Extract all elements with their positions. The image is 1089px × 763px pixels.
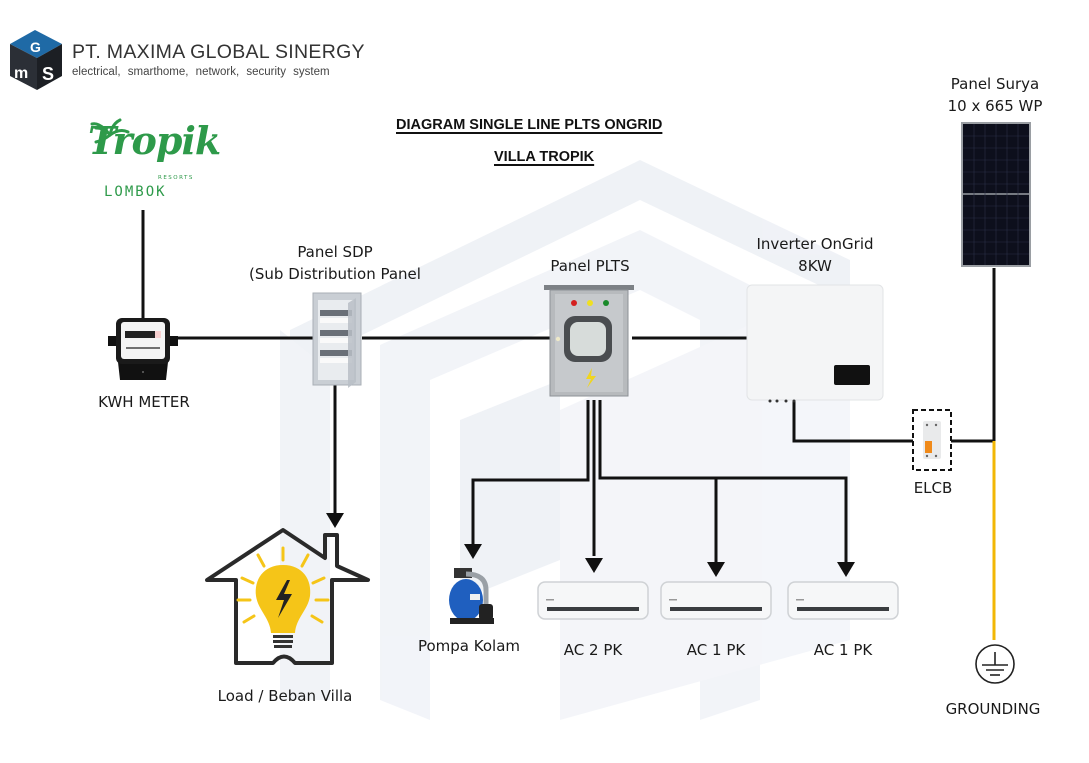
panel-plts-label: Panel PLTS [550,257,630,275]
wire-inverter-to-elcb [792,400,920,443]
ac-label-1: AC 2 PK [563,641,623,659]
arrow-to-load [326,513,344,528]
panel-sdp-icon [312,292,362,388]
ac-unit-icon-1 [537,581,649,620]
led-red-icon [571,300,577,306]
arrow-to-ac1-b [837,562,855,577]
inverter-icon [746,284,884,403]
panel-sdp-label-2: (Sub Distribution Panel [249,265,421,283]
company-name: PT. MAXIMA GLOBAL SINERGY [72,41,365,63]
wire-plts-to-pump [471,400,590,548]
led-yellow-icon [587,300,593,306]
client-logo-location: LOMBOK [104,184,167,200]
company-tagline: electrical, smarthome, network, security… [72,66,330,78]
pump-label: Pompa Kolam [417,637,521,655]
kwh-meter-icon [108,318,178,380]
lightning-icon [586,368,596,388]
ac-unit-icon-3 [787,581,899,620]
wire-elcb-to-panel [950,268,996,443]
load-house-icon [205,528,370,665]
pool-pump-icon [449,568,494,624]
palm-tree-icon [90,118,130,144]
arrow-to-ac1-a [707,562,725,577]
diagram-subtitle: VILLA TROPIK [494,149,595,165]
solar-panel-label-1: Panel Surya [950,75,1040,93]
watermark-logo [280,160,850,720]
inverter-label-1: Inverter OnGrid [756,235,874,253]
light-rays [236,546,330,624]
kwh-meter-label: KWH METER [98,393,190,411]
diagram-title: DIAGRAM SINGLE LINE PLTS ONGRID [396,117,663,133]
solar-panel-label-2: 10 x 665 WP [947,97,1043,115]
ac-label-3: AC 1 PK [813,641,873,659]
arrowheads [326,513,855,577]
solar-panel-icon [961,122,1031,267]
svg-text:G: G [30,39,41,55]
load-label: Load / Beban Villa [217,687,353,705]
panel-sdp-label-1: Panel SDP [297,243,373,261]
client-logo-wordmark: Tropik [88,118,221,163]
elcb-icon [912,409,952,471]
arrow-to-pump [464,544,482,559]
svg-text:m: m [14,65,28,82]
grounding-label: GROUNDING [945,700,1041,718]
grounding-icon [975,644,1015,684]
arrow-to-ac2 [585,558,603,573]
client-logo-sub: RESORTS [158,175,194,181]
ac-unit-icon-2 [660,581,772,620]
elcb-label: ELCB [913,479,953,497]
ac-label-2: AC 1 PK [686,641,746,659]
inverter-label-2: 8KW [798,257,832,275]
svg-text:S: S [42,64,54,84]
company-logo-icon: G m S [10,30,62,90]
wire-plts-to-ac1 [598,400,848,564]
wires [141,210,996,564]
panel-plts-icon [544,285,634,397]
led-green-icon [603,300,609,306]
